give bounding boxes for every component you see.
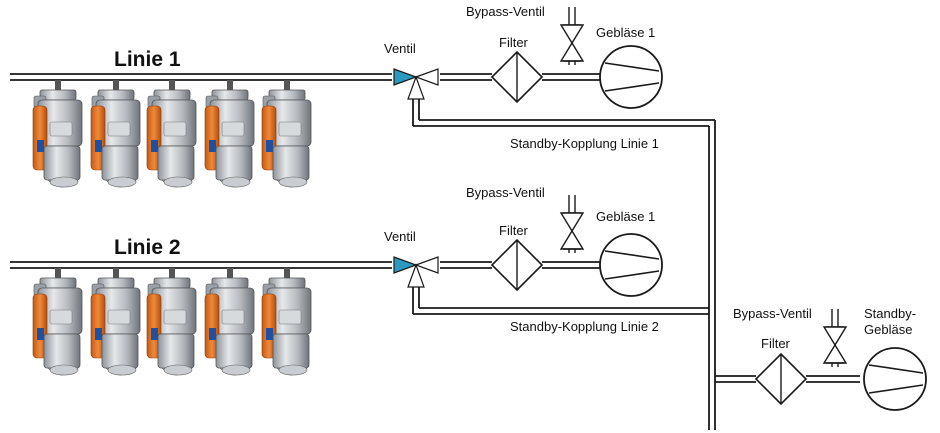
line-1-standby-coupling-label: Standby-Kopplung Linie 1 (510, 136, 659, 151)
station (90, 79, 141, 188)
line-2-filter-label: Filter (499, 223, 529, 238)
station (146, 267, 197, 376)
station (146, 79, 197, 188)
line-2-title: Linie 2 (114, 236, 181, 259)
line-1-title: Linie 1 (114, 48, 181, 71)
station (32, 267, 83, 376)
station (261, 79, 312, 188)
line-2-standby-coupling-label: Standby-Kopplung Linie 2 (510, 319, 659, 334)
line-1-filter-label: Filter (499, 35, 529, 50)
line-1-bypass-valve (560, 6, 584, 66)
line-1-valve-label: Ventil (384, 41, 416, 56)
line-1-bypass-label: Bypass-Ventil (466, 4, 545, 19)
line-2-blower (599, 233, 663, 297)
line-1-valve (393, 68, 439, 100)
line-2-stations (32, 267, 312, 376)
standby-bypass-valve (823, 308, 847, 368)
line-2: Linie 2 Ventil Filter Bypass-Ventil Gebl… (32, 185, 663, 376)
line-1-blower (599, 45, 663, 109)
station (204, 79, 255, 188)
standby-filter (755, 353, 807, 405)
line-2-valve-label: Ventil (384, 229, 416, 244)
line-2-bypass-label: Bypass-Ventil (466, 185, 545, 200)
standby-blower-label-line-2: Gebläse (864, 322, 912, 337)
station (261, 267, 312, 376)
pipework (10, 73, 860, 430)
standby-branch: Filter Bypass-Ventil Standby- Gebläse (733, 306, 927, 411)
line-2-filter (491, 239, 543, 291)
line-1-stations (32, 79, 312, 188)
line-1: Linie 1 Ventil Filter Bypass-Ventil Gebl… (32, 4, 663, 188)
standby-blower (863, 347, 927, 411)
line-1-filter (491, 51, 543, 103)
line-2-bypass-valve (560, 194, 584, 254)
standby-bypass-label: Bypass-Ventil (733, 306, 812, 321)
line-1-blower-label: Gebläse 1 (596, 25, 655, 40)
station (90, 267, 141, 376)
line-2-valve (393, 256, 439, 288)
station (32, 79, 83, 188)
standby-filter-label: Filter (761, 336, 791, 351)
station (204, 267, 255, 376)
line-2-blower-label: Gebläse 1 (596, 209, 655, 224)
standby-blower-label-line-1: Standby- (864, 306, 916, 321)
